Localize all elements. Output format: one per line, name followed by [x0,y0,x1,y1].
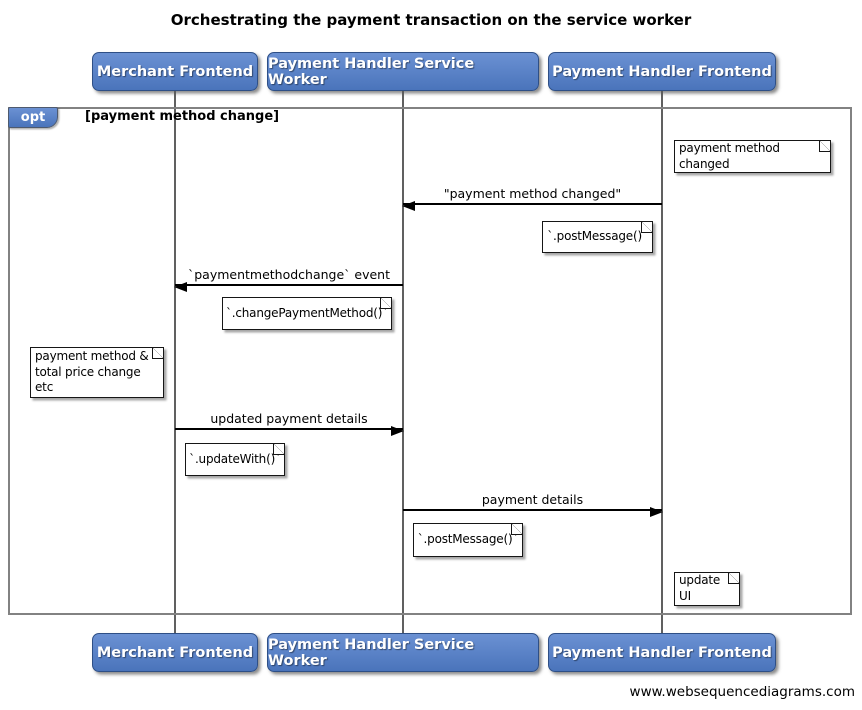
page-title: Orchestrating the payment transaction on… [170,11,692,29]
actor-payment-handler-frontend-top: Payment Handler Frontend [548,52,776,91]
note-payment-method-total-price: payment method & total price change etc [30,347,164,398]
message-arrow-line [402,201,662,211]
actor-merchant-frontend-bottom: Merchant Frontend [92,633,258,672]
actor-payment-handler-service-worker-bottom: Payment Handler Service Worker [267,633,539,672]
message-arrow-line [403,507,663,517]
message-label: updated payment details [210,411,368,426]
message-payment-method-changed: "payment method changed" [402,186,662,211]
arrowhead-right-icon [650,507,663,517]
note-changepaymentmethod: `.changePaymentMethod()` [222,297,392,330]
message-label: payment details [481,492,584,507]
note-update-ui: update UI [674,572,740,606]
note-updatewith: `.updateWith()` [185,443,285,476]
lifeline-merchant-frontend [174,91,176,633]
opt-frame [8,107,852,615]
message-paymentmethodchange-event: `paymentmethodchange` event [174,267,403,292]
message-payment-details: payment details [403,492,663,517]
opt-frame-condition: [payment method change] [85,109,280,124]
arrowhead-right-icon [391,426,404,436]
arrowhead-left-icon [402,201,415,211]
opt-frame-tab: opt [8,107,58,128]
watermark: www.websequencediagrams.com [629,684,855,700]
actor-payment-handler-service-worker-top: Payment Handler Service Worker [267,52,539,91]
message-label: "payment method changed" [443,186,622,201]
note-postmessage-2: `.postMessage()` [413,523,523,557]
lifeline-payment-handler-service-worker [402,91,404,633]
lifeline-payment-handler-frontend [661,91,663,633]
message-arrow-line [175,426,404,436]
note-payment-method-changed: payment method changed [674,140,831,173]
arrowhead-left-icon [174,282,187,292]
actor-payment-handler-frontend-bottom: Payment Handler Frontend [548,633,776,672]
message-arrow-line [174,282,403,292]
message-label: `paymentmethodchange` event [187,267,391,282]
message-updated-payment-details: updated payment details [175,411,404,436]
actor-merchant-frontend-top: Merchant Frontend [92,52,258,91]
note-postmessage-1: `.postMessage()` [542,221,653,253]
